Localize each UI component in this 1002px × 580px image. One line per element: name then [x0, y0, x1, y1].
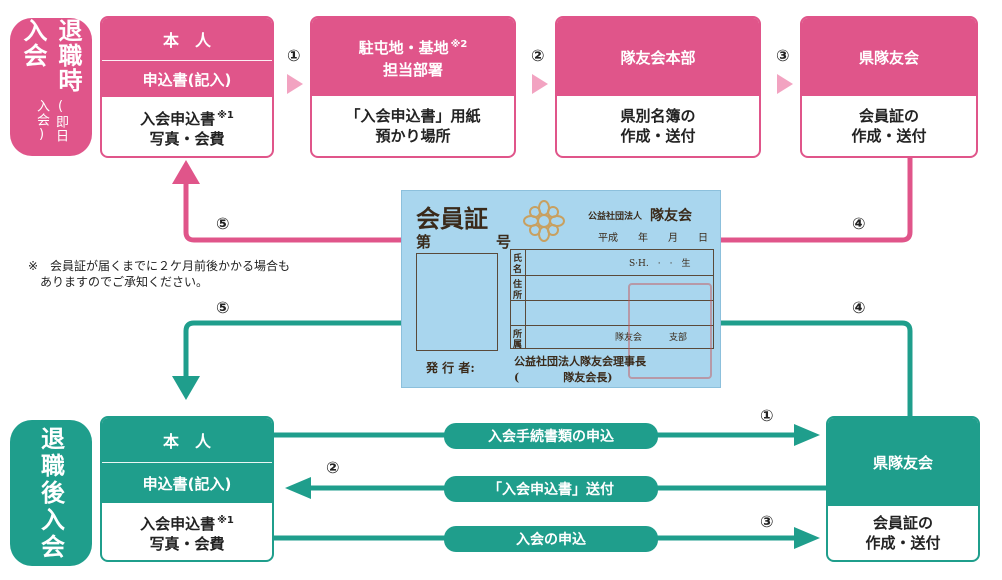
card-issuer: 発 行 者:	[426, 361, 475, 375]
after-left-sub: 申込書(記入)	[102, 462, 272, 503]
before-side-label: 退職時入会	[19, 18, 82, 93]
pink-arrow-3	[777, 74, 793, 94]
card-issuer-line2: ( 隊友会長)	[514, 371, 613, 384]
after-num-2: ②	[326, 458, 340, 477]
after-left-body: 入会申込書※1 写真・会費	[102, 503, 272, 560]
card-issuer-line1: 公益社団法人隊友会理事長	[514, 355, 646, 368]
teal-path-4	[718, 320, 913, 416]
flow-label-2: 「入会申込書」送付	[444, 476, 658, 502]
teal-path-5	[183, 320, 402, 380]
step2-header1: 駐屯地・基地	[358, 38, 449, 57]
field-name-1: 氏	[513, 254, 523, 264]
delivery-note: ※ 会員証が届くまでに２ケ月前後かかる場合も ありますのでご承知ください。	[28, 258, 388, 290]
after-left-header: 本 人	[102, 418, 272, 462]
step1-sup: ※1	[217, 109, 234, 121]
membership-card: 会員証 第 号 公益社団法人 隊友会 平成 年 月 日 氏 名 S·H. · ·…	[401, 190, 721, 388]
card-photo-box	[416, 253, 498, 351]
before-num-5: ⑤	[216, 214, 230, 233]
step1-sub: 申込書(記入)	[102, 60, 272, 97]
step2-body: 「入会申込書」用紙 預かり場所	[312, 96, 514, 156]
after-num-3: ③	[760, 512, 774, 531]
step3-hq-box: 隊友会本部 県別名簿の 作成・送付	[555, 16, 761, 158]
step4-header: 県隊友会	[802, 18, 976, 96]
before-num-3: ③	[776, 46, 790, 65]
before-retirement-label: 退職時入会 (即日入会)	[10, 18, 92, 156]
note-line2: ありますのでご承知ください。	[40, 275, 209, 289]
after-right-line1: 会員証の	[872, 514, 933, 532]
teal-arrow-2-head	[285, 477, 311, 499]
step3-line1: 県別名簿の	[620, 107, 696, 125]
after-side-label: 退職後入会	[36, 425, 65, 561]
pink-path-4	[718, 157, 913, 243]
before-num-4: ④	[852, 214, 866, 233]
flow-label-1: 入会手続書類の申込	[444, 423, 658, 449]
field-aff-text: 隊友会 支部	[615, 333, 688, 343]
before-side-sublabel: (即日入会)	[34, 98, 68, 143]
card-date: 平成 年 月 日	[598, 233, 708, 244]
pink-path-5	[183, 180, 402, 243]
after-num-4: ④	[852, 298, 866, 317]
card-org: 隊友会	[650, 208, 692, 224]
card-fields-table: 氏 名 S·H. · · 生 住 所 所 属 隊友会 支部	[510, 249, 714, 350]
step1-member-box: 本 人 申込書(記入) 入会申込書※1 写真・会費	[100, 16, 274, 158]
step2-sup: ※2	[450, 38, 468, 50]
step4-body: 会員証の 作成・送付	[802, 96, 976, 156]
step2-header2: 担当部署	[382, 60, 443, 79]
teal-arrow-1-head	[794, 424, 820, 446]
step4-prefecture-box: 県隊友会 会員証の 作成・送付	[800, 16, 978, 158]
after-right-body: 会員証の 作成・送付	[828, 506, 978, 560]
after-retirement-label: 退職後入会	[10, 420, 92, 566]
flow-label-3: 入会の申込	[444, 526, 658, 552]
teal-arrow-3-head	[794, 527, 820, 549]
step4-line2: 作成・送付	[851, 127, 927, 145]
step1-body: 入会申込書※1 写真・会費	[102, 97, 272, 156]
step3-line2: 作成・送付	[620, 127, 696, 145]
after-left-line2: 写真・会費	[149, 534, 225, 553]
teal-arrowhead-5	[172, 376, 200, 400]
before-num-2: ②	[531, 46, 545, 65]
seal-stamp-icon	[628, 283, 712, 379]
card-no-left: 第	[416, 233, 432, 251]
field-birth: S·H. · · 生	[629, 259, 691, 269]
step2-line2: 預かり場所	[375, 127, 451, 145]
after-right-line2: 作成・送付	[865, 534, 941, 552]
after-right-header: 県隊友会	[828, 418, 978, 506]
step1-line1: 入会申込書	[140, 109, 216, 128]
after-num-5: ⑤	[216, 298, 230, 317]
card-title: 会員証	[416, 204, 488, 233]
step2-line1: 「入会申込書」用紙	[345, 107, 481, 125]
card-org-small: 公益社団法人	[588, 212, 643, 222]
field-aff-1: 所	[513, 330, 523, 340]
card-no-right: 号	[496, 233, 512, 251]
after-member-box: 本 人 申込書(記入) 入会申込書※1 写真・会費	[100, 416, 274, 562]
after-prefecture-box: 県隊友会 会員証の 作成・送付	[826, 416, 980, 562]
after-left-line1: 入会申込書	[140, 514, 216, 533]
pink-arrow-2	[532, 74, 548, 94]
emblem-icon	[523, 200, 565, 242]
field-name-2: 名	[513, 265, 523, 275]
field-addr-1: 住	[513, 280, 523, 290]
step3-header: 隊友会本部	[557, 18, 759, 96]
after-num-1: ①	[760, 406, 774, 425]
field-aff-2: 属	[513, 340, 523, 350]
field-addr-2: 所	[513, 291, 523, 301]
step4-line1: 会員証の	[858, 107, 919, 125]
step3-body: 県別名簿の 作成・送付	[557, 96, 759, 156]
step1-header: 本 人	[102, 18, 272, 60]
step2-base-box: 駐屯地・基地※2 担当部署 「入会申込書」用紙 預かり場所	[310, 16, 516, 158]
pink-arrowhead-5	[172, 160, 200, 184]
note-line1: ※ 会員証が届くまでに２ケ月前後かかる場合も	[28, 259, 291, 273]
step2-header: 駐屯地・基地※2 担当部署	[312, 18, 514, 96]
before-num-1: ①	[287, 46, 301, 65]
after-left-sup: ※1	[217, 514, 234, 526]
step1-line2: 写真・会費	[149, 129, 225, 148]
pink-arrow-1	[287, 74, 303, 94]
